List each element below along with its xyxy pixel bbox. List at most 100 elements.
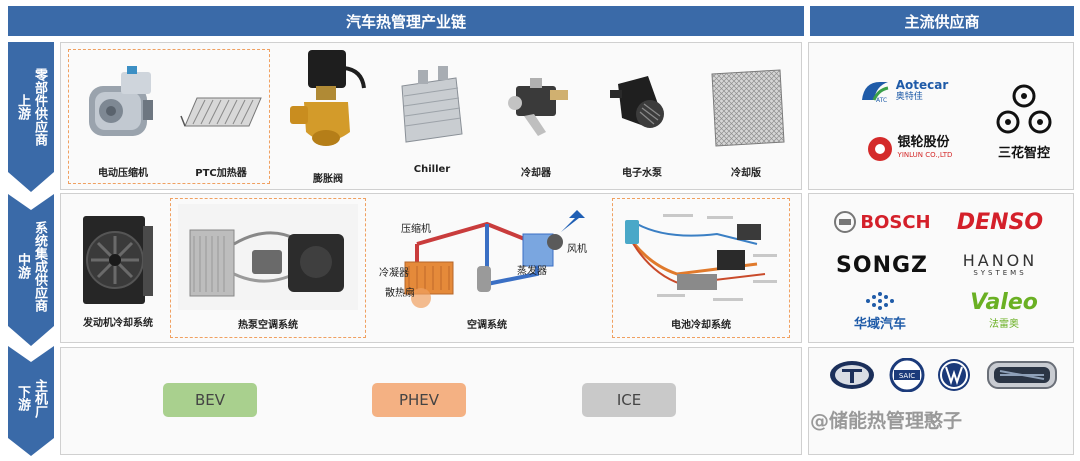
ptc-heater-item: PTC加热器	[178, 56, 264, 179]
denso-text: DENSO	[956, 209, 1044, 235]
heat-pump-item: 热泵空调系统	[176, 204, 360, 331]
hanon-sub-text: SYSTEMS	[973, 269, 1027, 277]
stage-downstream-sub: 主机厂	[32, 378, 47, 418]
faw-logo	[826, 358, 878, 392]
heat-pump-outline	[170, 198, 366, 338]
midstream-suppliers	[808, 193, 1074, 343]
valeo-cn-text: 法雷奥	[989, 318, 1019, 330]
compressor-item: 电动压缩机	[78, 56, 168, 179]
chevron-shape	[8, 346, 54, 456]
yinlun-en: YINLUN CO.,LTD	[897, 151, 953, 159]
phev-pill: PHEV	[372, 383, 466, 417]
bosch-logo: BOSCH	[828, 207, 936, 237]
denso-logo: DENSO	[944, 207, 1056, 237]
cooler-label: 冷却器	[521, 168, 551, 179]
saic-logo: SAIC	[886, 358, 928, 392]
engine-cooling-image	[83, 216, 153, 304]
chain-header-text: 汽车热管理产业链	[345, 12, 466, 31]
water-pump-label: 电子水泵	[622, 168, 662, 179]
cold-plate-item: 冷却版	[704, 56, 788, 179]
upstream-group-outline	[68, 49, 270, 184]
chiller-label: Chiller	[413, 164, 451, 175]
aotecar-mark-icon: ATC	[861, 82, 889, 104]
suppliers-header: 主流供应商	[810, 6, 1074, 36]
battery-cooling-image	[625, 214, 777, 301]
stage-midstream: 中游 系统集成供应商	[8, 194, 54, 346]
ac-fan-text: 风机	[567, 242, 587, 255]
battery-cooling-label: 电池冷却系统	[671, 320, 731, 331]
stage-downstream: 下游 主机厂	[8, 346, 54, 456]
hanon-text: HANON	[962, 251, 1038, 270]
battery-cooling-outline	[612, 198, 790, 338]
sanhua-logo: 三花智控	[986, 80, 1062, 162]
bosch-text: BOSCH	[860, 211, 931, 233]
phev-label: PHEV	[398, 391, 440, 409]
saic-emblem-icon: SAIC	[889, 358, 925, 392]
cold-plate-label: 冷却版	[731, 168, 761, 179]
sanhua-text: 三花智控	[997, 145, 1050, 161]
valeo-text: Valeo	[970, 289, 1038, 315]
huayu-text: 华域汽车	[853, 316, 906, 332]
bev-pill: BEV	[163, 383, 257, 417]
stage-downstream-main: 下游	[15, 385, 30, 411]
cooler-image	[508, 78, 568, 136]
chevron-shape	[8, 42, 54, 192]
ac-compressor-text: 压缩机	[401, 222, 431, 235]
yinlun-logo: 银轮股份 YINLUN CO.,LTD	[854, 134, 964, 164]
ac-system-item: 压缩机 冷凝器 散热扇 蒸发器 风机 空调系统	[376, 204, 598, 331]
yinlun-cn: 银轮股份	[897, 135, 950, 150]
cooler-item: 冷却器	[494, 56, 578, 179]
aotecar-cn: 奥特佳	[895, 92, 923, 102]
faw-emblem-icon	[830, 361, 874, 389]
vw-logo	[934, 358, 974, 392]
ac-radiator-text: 散热扇	[385, 286, 415, 299]
geely-emblem-icon	[987, 361, 1057, 389]
chain-header: 汽车热管理产业链	[8, 6, 804, 36]
bosch-ring-icon	[834, 211, 857, 233]
bev-label: BEV	[194, 391, 226, 409]
aotecar-en: Aotecar	[895, 78, 949, 92]
suppliers-header-text: 主流供应商	[904, 12, 980, 31]
huayu-globe-icon	[866, 291, 894, 310]
geely-logo	[984, 358, 1060, 392]
ac-system-image: 压缩机 冷凝器 散热扇 蒸发器 风机	[379, 210, 587, 308]
water-pump-image	[610, 76, 664, 128]
chiller-image	[401, 66, 463, 143]
sanhua-flower-icon	[996, 84, 1052, 133]
stage-upstream: 上游 零部件供应商	[8, 42, 54, 192]
stage-midstream-main: 中游	[15, 253, 30, 279]
heat-pump-label: 热泵空调系统	[238, 320, 298, 331]
songz-text: SONGZ	[836, 252, 928, 278]
hanon-logo: HANON SYSTEMS	[948, 250, 1052, 280]
battery-cooling-item: 电池冷却系统	[616, 204, 786, 331]
aotecar-logo: ATC Aotecar 奥特佳	[848, 76, 958, 106]
ptc-heater-label: PTC加热器	[195, 168, 247, 179]
expansion-valve-label: 膨胀阀	[313, 174, 343, 185]
chevron-shape	[8, 194, 54, 346]
engine-cooling-label: 发动机冷却系统	[83, 318, 153, 329]
ac-system-label: 空调系统	[467, 320, 507, 331]
ptc-heater-image	[180, 97, 262, 127]
ac-evaporator-text: 蒸发器	[517, 264, 547, 277]
heat-pump-image	[178, 204, 358, 310]
compressor-image	[89, 66, 153, 136]
valeo-logo: Valeo 法雷奥	[956, 288, 1052, 332]
ac-condenser-text: 冷凝器	[379, 266, 409, 279]
stage-upstream-main: 上游	[15, 94, 30, 120]
expansion-valve-item: 膨胀阀	[286, 48, 370, 185]
songz-logo: SONGZ	[824, 250, 940, 280]
huayu-logo: 华域汽车	[838, 288, 922, 332]
ice-pill: ICE	[582, 383, 676, 417]
ice-label: ICE	[616, 391, 642, 409]
water-pump-item: 电子水泵	[600, 56, 684, 179]
upstream-suppliers	[808, 42, 1074, 190]
stage-upstream-sub: 零部件供应商	[32, 68, 47, 146]
watermark: @储能热管理憨子	[810, 410, 963, 432]
cold-plate-image	[711, 69, 785, 147]
engine-cooling-item: 发动机冷却系统	[70, 206, 166, 329]
vw-emblem-icon	[938, 359, 970, 391]
compressor-label: 电动压缩机	[98, 168, 148, 179]
chiller-item: Chiller	[390, 56, 474, 175]
expansion-valve-image	[290, 50, 366, 146]
stage-midstream-sub: 系统集成供应商	[32, 220, 47, 312]
